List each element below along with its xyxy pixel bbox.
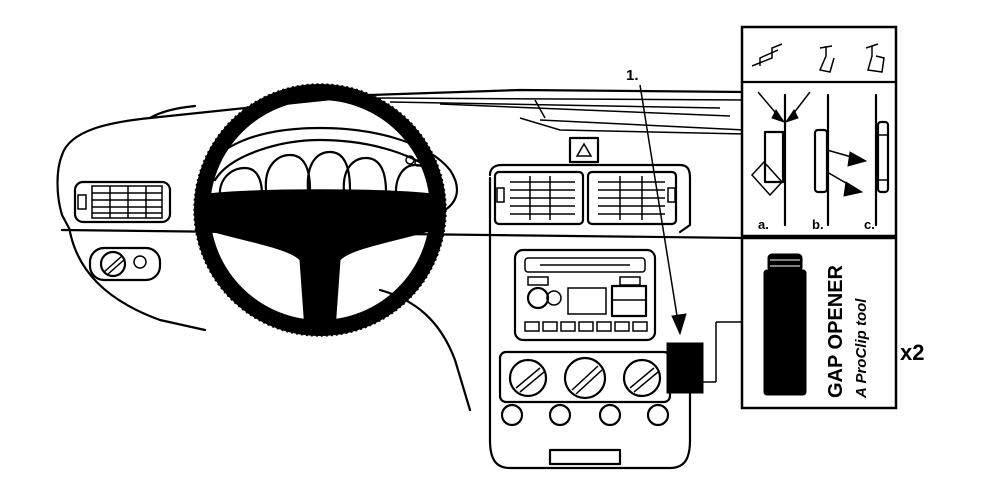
callout-step-label: 1. xyxy=(626,67,639,84)
hazard-button xyxy=(568,136,600,164)
console-tray xyxy=(548,448,622,466)
clip-tool-icons xyxy=(751,43,885,73)
instructions-panel: a. b. c. xyxy=(740,25,898,238)
climate-controls xyxy=(498,350,672,404)
step-b-figure: b. xyxy=(812,93,868,232)
step-c-figure: c. xyxy=(864,93,890,232)
step-a-figure: a. xyxy=(750,91,811,232)
mount-position xyxy=(666,321,745,394)
callout-leader xyxy=(639,84,687,336)
tool-title: GAP OPENER xyxy=(825,264,847,398)
steering-wheel xyxy=(193,83,447,337)
left-air-vent xyxy=(73,180,172,224)
tool-panel: GAP OPENER A ProClip tool xyxy=(740,236,898,410)
step-c-label: c. xyxy=(864,217,875,232)
radio-preset-buttons xyxy=(524,321,648,332)
tool-subtitle: A ProClip tool xyxy=(853,298,870,399)
step-a-label: a. xyxy=(758,217,769,232)
center-vent-slats xyxy=(496,176,676,220)
instrument-cluster xyxy=(203,126,458,212)
center-console xyxy=(488,163,692,470)
console-round-buttons xyxy=(500,403,670,427)
gap-opener-tool-icon xyxy=(763,253,807,396)
step-b-label: b. xyxy=(812,217,824,232)
tool-quantity: x2 xyxy=(900,340,924,365)
radio-unit xyxy=(513,248,657,342)
light-switch xyxy=(88,246,162,282)
